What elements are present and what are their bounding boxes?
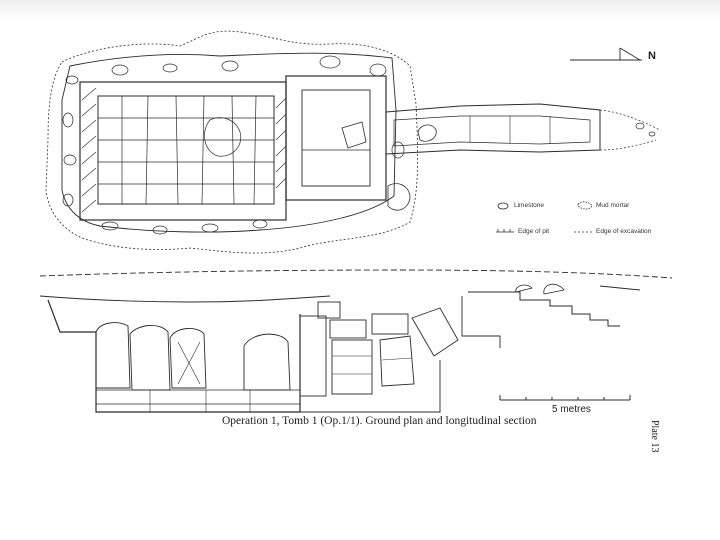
excavation-edge: [45, 30, 419, 254]
legend-symbols: [496, 201, 593, 233]
section-doorway: [299, 283, 565, 413]
chamber-inner-wall: [97, 95, 275, 205]
longitudinal-section: [39, 269, 673, 413]
antechamber: [285, 75, 387, 201]
scale-bar: [499, 395, 631, 401]
ground-plan: [45, 30, 661, 254]
legend-edge-of-pit-label: Edge of pit: [518, 228, 550, 235]
stone-ring: [61, 52, 397, 233]
scan-top-shadow: [0, 0, 720, 22]
limestone-swatch-icon: [497, 202, 509, 210]
legend-mud-mortar-label: Mud mortar: [596, 202, 630, 209]
floor-paving: [98, 95, 274, 205]
north-arrow-icon: [570, 47, 642, 61]
legend-edge-of-excavation-label: Edge of excavation: [596, 228, 652, 235]
dromos-steps: [468, 285, 641, 327]
hatched-walls: [81, 87, 287, 213]
scattered-stones: [62, 55, 656, 235]
north-label: N: [648, 50, 656, 62]
section-blocks: [95, 322, 300, 412]
edge-of-pit-swatch-icon: [496, 229, 514, 233]
pit-cut: [47, 299, 301, 413]
scale-label: 5 metres: [552, 404, 591, 415]
figure-caption: Operation 1, Tomb 1 (Op.1/1). Ground pla…: [222, 415, 537, 427]
ground-surface-line: [39, 269, 673, 279]
dromos: [385, 103, 601, 155]
plate-label: Plate 13: [649, 420, 660, 453]
mud-mortar-swatch-icon: [577, 201, 593, 210]
legend-limestone-label: Limestone: [514, 202, 544, 209]
